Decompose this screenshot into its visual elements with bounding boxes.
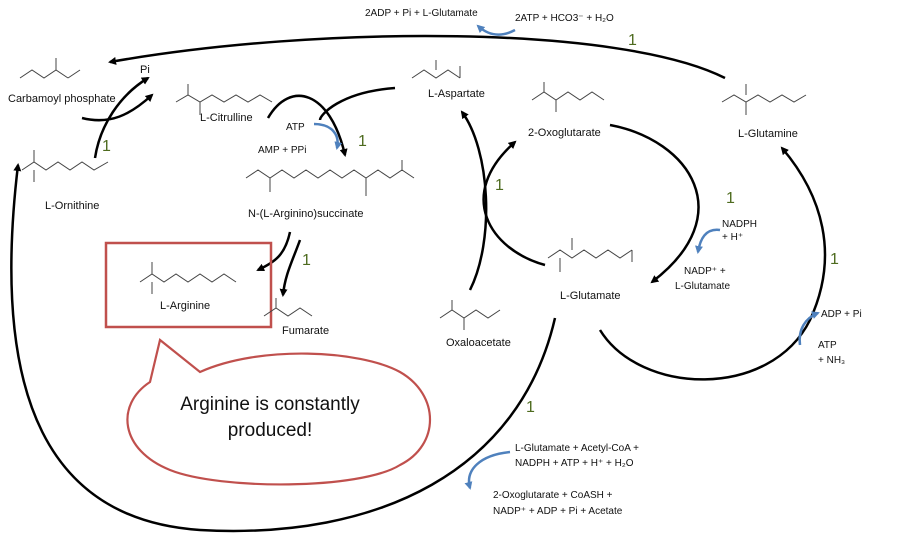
compound-l-glutamate: L-Glutamate bbox=[560, 290, 621, 302]
cofactor-bottom-substrates-1: L-Glutamate + Acetyl-CoA + bbox=[515, 443, 639, 454]
cofactor-bottom-substrates-2: NADPH + ATP + H⁺ + H₂O bbox=[515, 458, 634, 469]
step-number: 1 bbox=[102, 138, 111, 155]
argininosuccinate-to-fumarate-arrow bbox=[279, 239, 302, 297]
oxoglutarate-to-glutamate-arrow bbox=[609, 123, 700, 284]
compound-l-ornithine: L-Ornithine bbox=[45, 200, 100, 212]
ornithine-to-citrulline-arrow bbox=[93, 76, 150, 159]
cofactor-bottom-products-2: NADP⁺ + ADP + Pi + Acetate bbox=[493, 506, 623, 517]
step-number: 1 bbox=[830, 251, 839, 268]
acetylcoa-cofactor-arrow bbox=[464, 450, 511, 490]
cofactor-nadph: NADPH bbox=[722, 219, 758, 230]
step-number: 1 bbox=[726, 190, 735, 207]
glutamate-to-oxoglutarate-arrow bbox=[482, 140, 546, 267]
cofactor-adp-pi: ADP + Pi bbox=[821, 309, 862, 320]
cofactor-nadp-glutamate: L-Glutamate bbox=[675, 281, 731, 292]
structures bbox=[19, 58, 807, 330]
step-number: 1 bbox=[358, 133, 367, 150]
compound-argininosuccinate: N-(L-Arginino)succinate bbox=[248, 208, 364, 220]
cofactor-bottom-products-1: 2-Oxoglutarate + CoASH + bbox=[493, 490, 613, 501]
compound-l-glutamine: L-Glutamine bbox=[738, 128, 798, 140]
top-cofactor-arrow bbox=[476, 24, 516, 36]
atp-nh3-cofactor-arrow bbox=[798, 311, 820, 346]
glutamate-to-ornithine-arrow bbox=[10, 163, 557, 533]
compound-carbamoyl-phosphate: Carbamoyl phosphate bbox=[8, 93, 116, 105]
carbamoyl-to-citrulline-arrow bbox=[81, 93, 154, 122]
compound-oxaloacetate: Oxaloacetate bbox=[446, 337, 511, 349]
atp-cofactor-arrow bbox=[313, 122, 343, 150]
callout-text: Arginine is constantly produced! bbox=[180, 394, 360, 441]
cofactor-nadp-plus: NADP⁺ + bbox=[684, 266, 726, 277]
cofactor-atp: ATP bbox=[286, 122, 305, 133]
step-number: 1 bbox=[495, 177, 504, 194]
cofactor-h-plus: + H⁺ bbox=[722, 232, 744, 243]
step-number: 1 bbox=[302, 252, 311, 269]
step-number: 1 bbox=[628, 32, 637, 49]
compound-2-oxoglutarate: 2-Oxoglutarate bbox=[528, 127, 601, 139]
cofactor-top-substrates: 2ATP + HCO3⁻ + H₂O bbox=[515, 13, 614, 24]
step-number: 1 bbox=[526, 399, 535, 416]
cofactor-nh3: + NH₃ bbox=[818, 355, 846, 366]
compound-l-aspartate: L-Aspartate bbox=[428, 88, 485, 100]
callout-bubble bbox=[126, 338, 432, 486]
nadph-cofactor-arrow bbox=[695, 228, 721, 254]
glutamate-to-glutamine-arrow bbox=[598, 146, 827, 381]
arginine-highlight-box bbox=[104, 241, 273, 329]
cofactor-amp-ppi: AMP + PPi bbox=[258, 145, 307, 156]
aspartate-join-curve bbox=[318, 86, 396, 121]
cofactor-atp-nh3-atp: ATP bbox=[818, 340, 837, 351]
oxaloacetate-to-aspartate-arrow bbox=[460, 110, 488, 291]
compound-pi: Pi bbox=[140, 64, 150, 76]
compound-l-arginine: L-Arginine bbox=[160, 300, 211, 312]
argininosuccinate-to-arginine-arrow bbox=[256, 231, 292, 272]
compound-l-citrulline: L-Citrulline bbox=[200, 112, 253, 124]
compound-fumarate: Fumarate bbox=[282, 325, 330, 337]
citrulline-to-argininosuccinate-arrow bbox=[266, 94, 348, 157]
cofactor-top-products: 2ADP + Pi + L-Glutamate bbox=[365, 8, 478, 19]
glutamine-to-carbamoyl-arrow bbox=[108, 34, 726, 80]
